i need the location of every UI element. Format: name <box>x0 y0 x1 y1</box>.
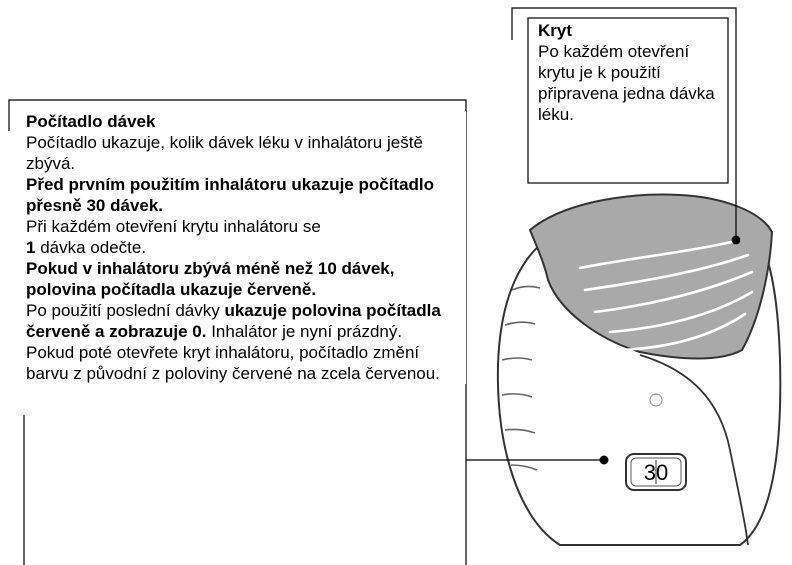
counter-p1: Počítadlo ukazuje, kolik dávek léku v in… <box>26 132 466 174</box>
counter-callout: Počítadlo dávek Počítadlo ukazuje, kolik… <box>26 111 466 384</box>
counter-p5-rest: Inhalátor je nyní prázdný. <box>206 322 402 341</box>
counter-title: Počítadlo dávek <box>26 112 155 131</box>
counter-p5-pre: Po použití poslední dávky <box>26 301 224 320</box>
cover-title: Kryt <box>538 21 572 40</box>
counter-p4: Pokud v inhalátoru zbývá méně než 10 dáv… <box>26 259 394 299</box>
cover-pointer-dot <box>732 236 741 245</box>
cover-callout-text: Kryt Po každém otevření krytu je k použi… <box>538 20 718 125</box>
counter-p3-pre: Při každém otevření krytu inhalátoru se <box>26 217 321 236</box>
counter-pointer-dot <box>600 456 609 465</box>
cover-text: Po každém otevření krytu je k použití př… <box>538 41 718 125</box>
counter-p2: Před prvním použitím inhalátoru ukazuje … <box>26 175 434 215</box>
counter-p6: Pokud poté otevřete kryt inhalátoru, poč… <box>26 342 466 384</box>
counter-p3-rest: dávka odečte. <box>35 238 146 257</box>
